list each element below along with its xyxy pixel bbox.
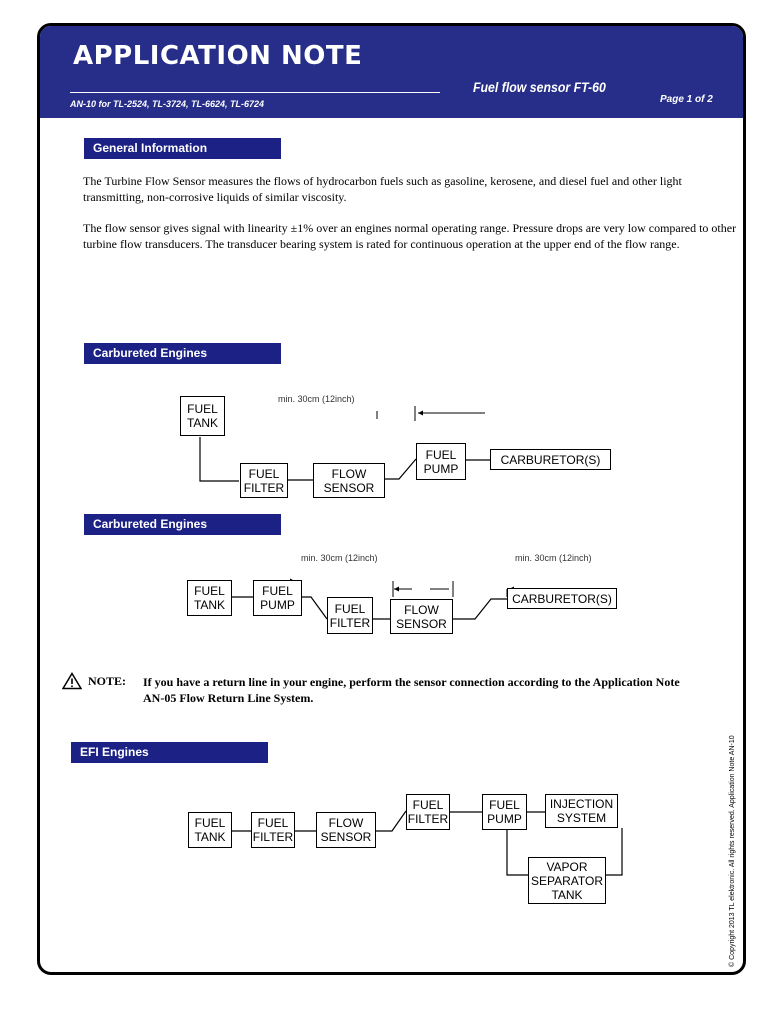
page-frame: APPLICATION NOTE Fuel flow sensor FT-60 … [37, 23, 746, 975]
fuel-filter-box: FUEL FILTER [327, 597, 373, 634]
fuel-filter-box-2: FUEL FILTER [406, 794, 450, 830]
general-paragraph-2: The flow sensor gives signal with linear… [83, 221, 737, 251]
header-divider [70, 92, 440, 93]
injection-system-box: INJECTION SYSTEM [545, 794, 618, 828]
carburetor-box: CARBURETOR(S) [490, 449, 611, 470]
carbureted-1-connectors [199, 406, 490, 482]
fuel-filter-box: FUEL FILTER [251, 812, 295, 848]
note-text: If you have a return line in your engine… [143, 675, 680, 705]
flow-sensor-box: FLOW SENSOR [390, 599, 453, 634]
fuel-tank-box: FUEL TANK [188, 812, 232, 848]
efi-connectors [232, 810, 623, 876]
model-list: AN-10 for TL-2524, TL-3724, TL-6624, TL-… [70, 99, 265, 109]
section-header-efi: EFI Engines [71, 742, 268, 763]
carbureted-diagram-2: min. 30cm (12inch) min. 30cm (12inch) FU… [185, 551, 645, 666]
header-banner: APPLICATION NOTE Fuel flow sensor FT-60 … [40, 26, 743, 118]
fuel-tank-box: FUEL TANK [180, 396, 225, 436]
efi-diagram: FUEL TANK FUEL FILTER FLOW SENSOR FUEL F… [188, 786, 668, 906]
fuel-pump-box: FUEL PUMP [253, 580, 302, 616]
page-number: Page 1 of 2 [660, 94, 713, 105]
product-name: Fuel flow sensor FT-60 [473, 79, 606, 95]
section-header-general: General Information [84, 138, 281, 159]
note-label: NOTE: [88, 674, 127, 688]
flow-sensor-box: FLOW SENSOR [316, 812, 376, 848]
distance-label-2: min. 30cm (12inch) [515, 553, 592, 563]
fuel-filter-box: FUEL FILTER [240, 463, 288, 498]
section-header-carbureted-1: Carbureted Engines [84, 343, 281, 364]
fuel-tank-box: FUEL TANK [187, 580, 232, 616]
flow-sensor-box: FLOW SENSOR [313, 463, 385, 498]
distance-label: min. 30cm (12inch) [278, 394, 355, 404]
carburetor-box: CARBURETOR(S) [507, 588, 617, 609]
distance-label-1: min. 30cm (12inch) [301, 553, 378, 563]
vapor-separator-tank-box: VAPOR SEPARATOR TANK [528, 857, 606, 904]
fuel-pump-box: FUEL PUMP [416, 443, 466, 480]
document-title: APPLICATION NOTE [73, 41, 363, 71]
warning-icon [62, 672, 82, 690]
fuel-pump-box: FUEL PUMP [482, 794, 527, 830]
carbureted-diagram-1: FUEL TANK min. 30cm (12inch) FUEL FILTER… [175, 391, 645, 506]
general-paragraph-1: The Turbine Flow Sensor measures the flo… [83, 174, 682, 204]
copyright-notice: © Copyright 2013 TL elektronic. All righ… [729, 735, 736, 967]
section-header-carbureted-2: Carbureted Engines [84, 514, 281, 535]
